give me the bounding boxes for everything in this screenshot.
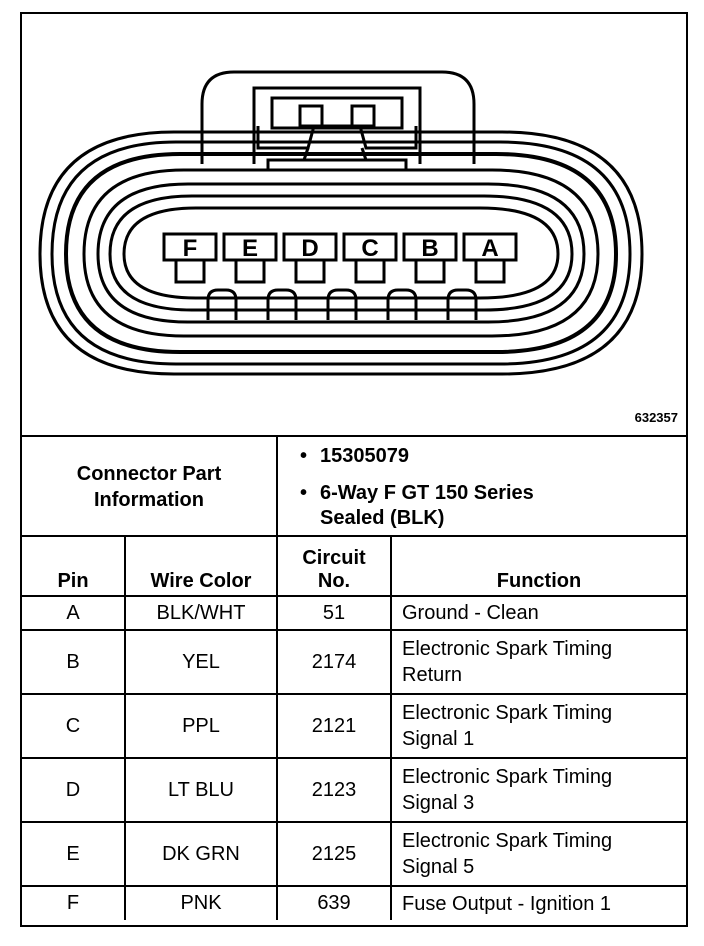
- function-cell: Electronic Spark Timing Signal 5: [390, 821, 686, 887]
- function-line1: Ground - Clean: [402, 602, 539, 624]
- circuit-cell: 2174: [276, 629, 392, 695]
- connector-face-illustration: F E D C B A: [38, 70, 644, 376]
- circuit-cell: 51: [276, 595, 392, 631]
- info-label-line1: Connector Part: [76, 463, 222, 485]
- bullet-icon: •: [300, 445, 308, 467]
- wire-color-cell: PNK: [124, 885, 278, 920]
- function-cell: Electronic Spark Timing Signal 1: [390, 693, 686, 759]
- function-cell: Fuse Output - Ignition 1: [390, 885, 686, 920]
- circuit-cell: 2121: [276, 693, 392, 759]
- table-row: E DK GRN 2125 Electronic Spark Timing Si…: [22, 821, 686, 887]
- pin-cell: E: [22, 821, 126, 887]
- wire-color-cell: YEL: [124, 629, 278, 695]
- circuit-cell: 2123: [276, 757, 392, 823]
- header-circuit: Circuit No.: [276, 535, 392, 597]
- wire-color-cell: BLK/WHT: [124, 595, 278, 631]
- pin-cell: C: [22, 693, 126, 759]
- connector-drawing: F E D C B A 632357: [22, 14, 686, 434]
- connector-part-info: Connector Part Information • 15305079 • …: [22, 435, 686, 537]
- table-header-row: Pin Wire Color Circuit No. Function: [22, 535, 686, 597]
- description-item: • 6-Way F GT 150 Series Sealed (BLK): [300, 481, 620, 531]
- table-row: D LT BLU 2123 Electronic Spark Timing Si…: [22, 757, 686, 823]
- pin-label-f: F: [183, 235, 198, 262]
- wire-color-cell: DK GRN: [124, 821, 278, 887]
- pinout-table: Pin Wire Color Circuit No. Function A BL…: [22, 535, 686, 920]
- pin-label-e: E: [242, 235, 258, 262]
- header-function: Function: [390, 535, 686, 597]
- wire-color-cell: PPL: [124, 693, 278, 759]
- pin-cell: B: [22, 629, 126, 695]
- figure-id: 632357: [634, 410, 678, 425]
- table-row: C PPL 2121 Electronic Spark Timing Signa…: [22, 693, 686, 759]
- connector-sheet: F E D C B A 632357 Connector Part Inform…: [20, 12, 688, 927]
- pin-label-a: A: [481, 235, 498, 262]
- function-line2: Signal 1: [402, 728, 475, 750]
- header-circuit-line2: No.: [317, 570, 351, 592]
- bullet-icon: •: [300, 482, 308, 504]
- function-line2: Signal 3: [402, 792, 475, 814]
- function-line1: Electronic Spark Timing: [402, 766, 613, 788]
- pin-label-b: B: [421, 235, 438, 262]
- header-pin: Pin: [22, 535, 126, 597]
- info-label: Connector Part Information: [22, 437, 278, 537]
- info-values: • 15305079 • 6-Way F GT 150 Series Seale…: [278, 437, 686, 537]
- function-cell: Electronic Spark Timing Return: [390, 629, 686, 695]
- function-line2: Return: [402, 664, 463, 686]
- description-line1: 6-Way F GT 150 Series: [320, 482, 534, 504]
- function-line1: Electronic Spark Timing: [402, 638, 613, 660]
- part-number: 15305079: [320, 445, 409, 467]
- header-wire-color: Wire Color: [124, 535, 278, 597]
- function-line2: Signal 5: [402, 856, 475, 878]
- function-line1: Fuse Output - Ignition 1: [402, 892, 612, 915]
- pin-cell: D: [22, 757, 126, 823]
- table-row: F PNK 639 Fuse Output - Ignition 1: [22, 885, 686, 920]
- circuit-cell: 639: [276, 885, 392, 920]
- table-row: B YEL 2174 Electronic Spark Timing Retur…: [22, 629, 686, 695]
- function-cell: Ground - Clean: [390, 595, 686, 631]
- circuit-cell: 2125: [276, 821, 392, 887]
- part-number-item: • 15305079: [300, 445, 409, 468]
- function-line1: Electronic Spark Timing: [402, 702, 613, 724]
- function-cell: Electronic Spark Timing Signal 3: [390, 757, 686, 823]
- function-line1: Electronic Spark Timing: [402, 830, 613, 852]
- table-row: A BLK/WHT 51 Ground - Clean: [22, 595, 686, 631]
- pin-cell: A: [22, 595, 126, 631]
- pin-cell: F: [22, 885, 126, 920]
- header-circuit-line1: Circuit: [302, 547, 366, 569]
- wire-color-cell: LT BLU: [124, 757, 278, 823]
- pin-label-c: C: [361, 235, 378, 262]
- info-label-line2: Information: [94, 489, 204, 511]
- description-line2: Sealed (BLK): [320, 507, 445, 529]
- pin-label-d: D: [301, 235, 318, 262]
